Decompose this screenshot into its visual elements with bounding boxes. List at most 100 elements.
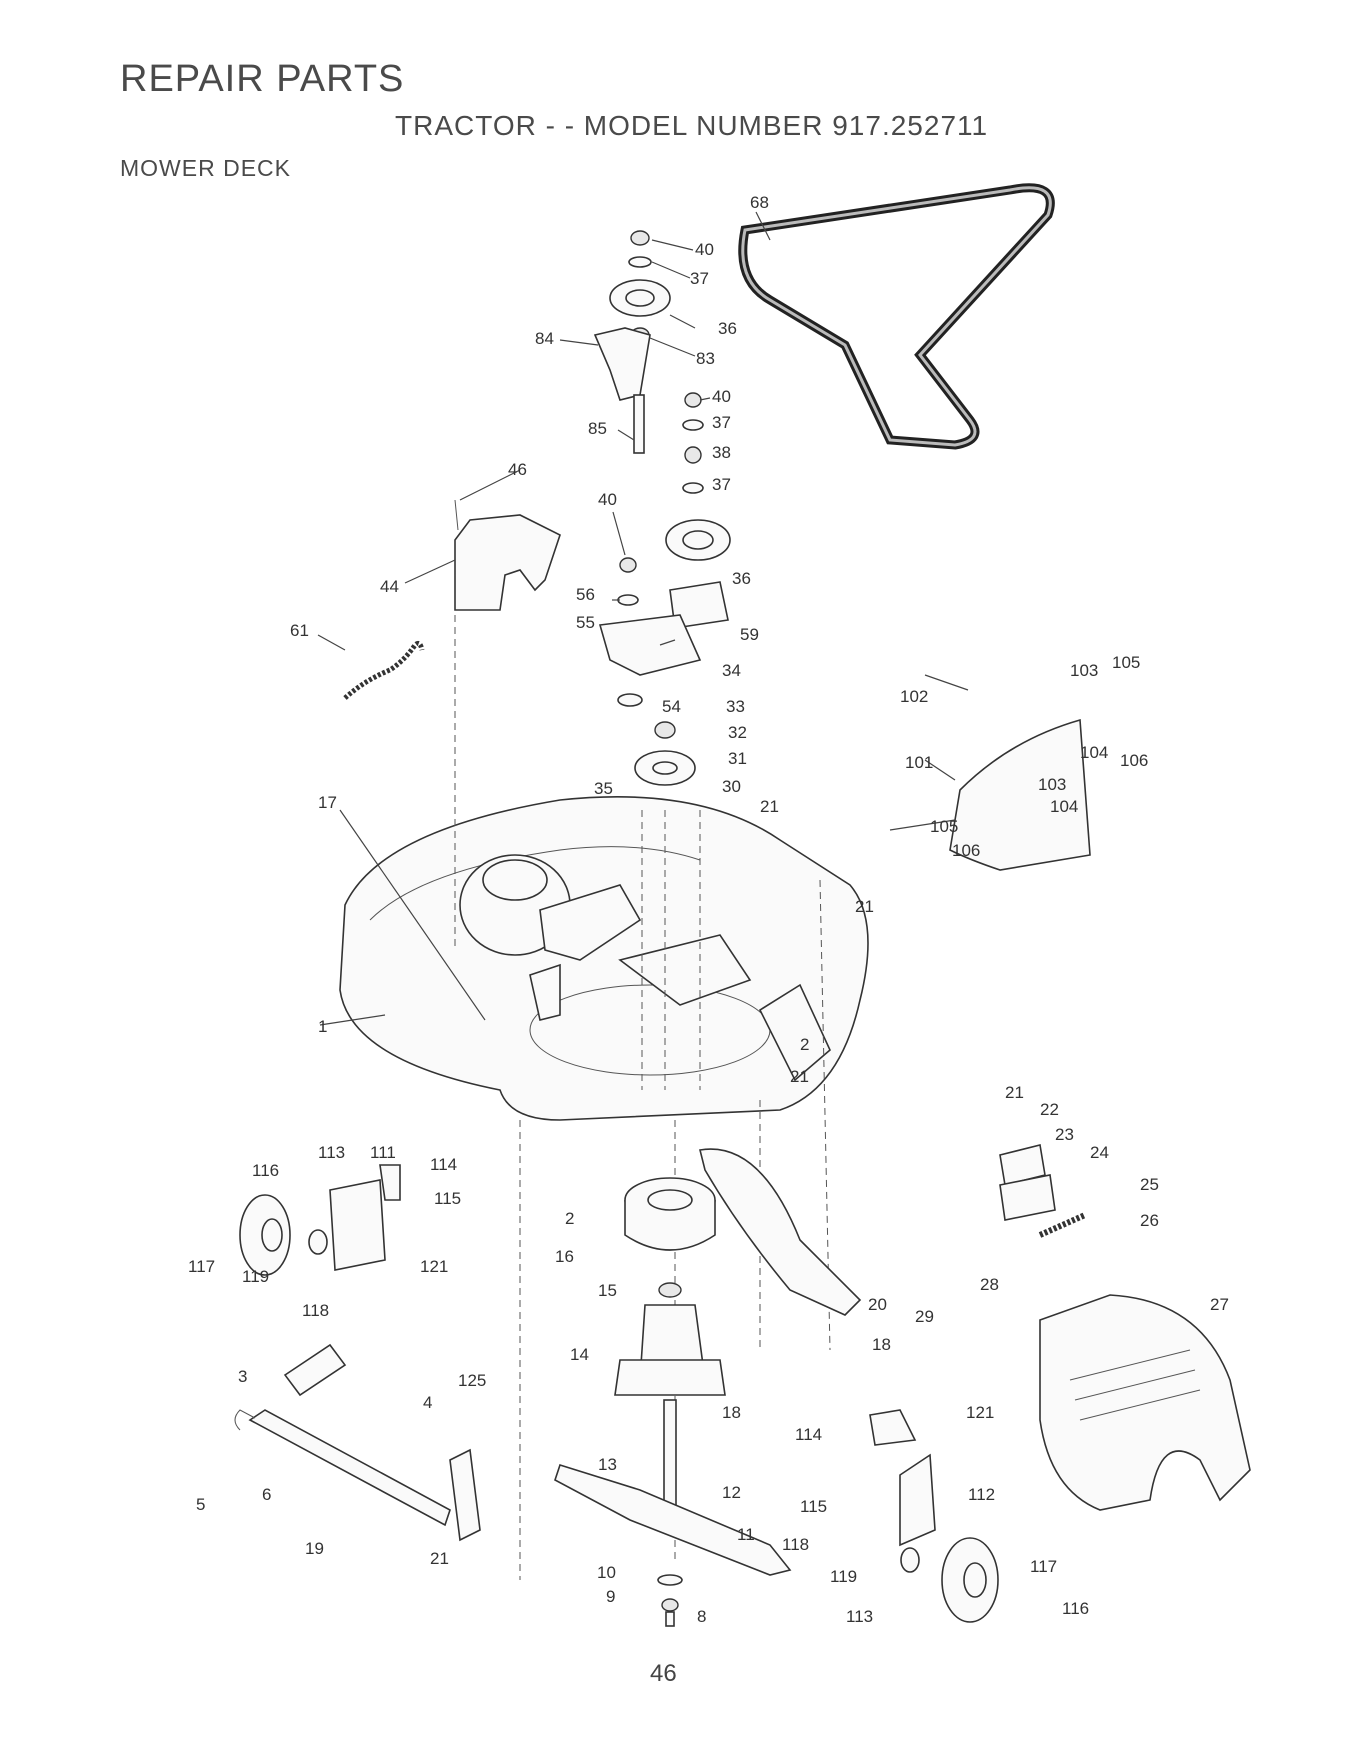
- discharge-deflector: [949, 718, 1091, 871]
- callout-36: 36: [718, 319, 737, 338]
- callout-4: 4: [423, 1393, 432, 1412]
- callout-83: 83: [696, 349, 715, 368]
- callout-68: 68: [750, 193, 769, 212]
- callout-21: 21: [790, 1067, 809, 1086]
- page-title: REPAIR PARTS: [120, 58, 405, 100]
- callout-115: 115: [434, 1189, 461, 1208]
- mower-deck-housing: [339, 796, 869, 1121]
- callout-23: 23: [1055, 1125, 1074, 1144]
- model-number-heading: TRACTOR - - MODEL NUMBER 917.252711: [395, 110, 989, 141]
- callout-12: 12: [722, 1483, 741, 1502]
- callout-44: 44: [380, 577, 399, 596]
- callout-8: 8: [697, 1607, 706, 1626]
- callout-labels: 68 40 37 36 84 83 40 37 85 38 37 46 40 3…: [188, 193, 1229, 1626]
- front-hanger-link: [234, 1343, 481, 1542]
- callout-118: 118: [782, 1535, 809, 1554]
- callout-117: 117: [1030, 1557, 1057, 1576]
- callout-22: 22: [1040, 1100, 1059, 1119]
- callout-33: 33: [726, 697, 745, 716]
- callout-55: 55: [576, 613, 595, 632]
- callout-36: 36: [732, 569, 751, 588]
- callout-6: 6: [262, 1485, 271, 1504]
- callout-105: 105: [1112, 653, 1140, 672]
- callout-15: 15: [598, 1281, 617, 1300]
- callout-20: 20: [868, 1295, 887, 1314]
- callout-114: 114: [795, 1425, 822, 1444]
- callout-56: 56: [576, 585, 595, 604]
- callout-21: 21: [855, 897, 874, 916]
- callout-101: 101: [905, 753, 933, 772]
- callout-118: 118: [302, 1301, 329, 1320]
- chute-bracket: [999, 1144, 1087, 1238]
- page-number: 46: [650, 1660, 677, 1687]
- callout-3: 3: [238, 1367, 247, 1386]
- callout-105: 105: [930, 817, 958, 836]
- callout-35: 35: [594, 779, 613, 798]
- right-gauge-wheel-group: [869, 1409, 999, 1623]
- callout-119: 119: [242, 1267, 269, 1286]
- callout-54: 54: [662, 697, 681, 716]
- callout-102: 102: [900, 687, 928, 706]
- callout-114: 114: [430, 1155, 457, 1174]
- callout-32: 32: [728, 723, 747, 742]
- callout-37: 37: [712, 475, 731, 494]
- callout-10: 10: [597, 1563, 616, 1582]
- callout-113: 113: [318, 1143, 345, 1162]
- callout-106: 106: [952, 841, 980, 860]
- callout-117: 117: [188, 1257, 215, 1276]
- callout-112: 112: [968, 1485, 995, 1504]
- upper-pulley-stack: [593, 230, 731, 812]
- callout-21: 21: [1005, 1083, 1024, 1102]
- callout-38: 38: [712, 443, 731, 462]
- callout-11: 11: [737, 1525, 755, 1544]
- callout-26: 26: [1140, 1211, 1159, 1230]
- deck-baffle: [699, 1148, 862, 1316]
- callout-14: 14: [570, 1345, 589, 1364]
- callout-84: 84: [535, 329, 554, 348]
- callout-25: 25: [1140, 1175, 1159, 1194]
- callout-121: 121: [420, 1257, 448, 1276]
- callout-116: 116: [1062, 1599, 1089, 1618]
- callout-18: 18: [872, 1335, 891, 1354]
- callout-2: 2: [800, 1035, 809, 1054]
- callout-13: 13: [598, 1455, 617, 1474]
- left-gauge-wheel-group: [239, 1164, 401, 1276]
- callout-106: 106: [1120, 751, 1148, 770]
- callout-85: 85: [588, 419, 607, 438]
- callout-leaders: [317, 211, 969, 1026]
- callout-40: 40: [712, 387, 731, 406]
- blade-spindle-assembly: [554, 1177, 792, 1627]
- callout-31: 31: [728, 749, 747, 768]
- section-heading: MOWER DECK: [120, 155, 291, 181]
- callout-59: 59: [740, 625, 759, 644]
- tension-spring: [343, 640, 425, 700]
- callout-111: 111: [370, 1143, 396, 1162]
- discharge-chute: [1039, 1294, 1251, 1511]
- callout-1: 1: [318, 1017, 327, 1036]
- callout-2: 2: [565, 1209, 574, 1228]
- callout-34: 34: [722, 661, 741, 680]
- callout-16: 16: [555, 1247, 574, 1266]
- callout-40: 40: [598, 490, 617, 509]
- callout-21: 21: [430, 1549, 449, 1568]
- callout-30: 30: [722, 777, 741, 796]
- callout-113: 113: [846, 1607, 873, 1626]
- callout-9: 9: [606, 1587, 615, 1606]
- callout-115: 115: [800, 1497, 827, 1516]
- drive-belt: [738, 183, 1055, 450]
- callout-27: 27: [1210, 1295, 1229, 1314]
- callout-104: 104: [1050, 797, 1078, 816]
- callout-28: 28: [980, 1275, 999, 1294]
- callout-119: 119: [830, 1567, 857, 1586]
- callout-24: 24: [1090, 1143, 1109, 1162]
- callout-29: 29: [915, 1307, 934, 1326]
- callout-37: 37: [690, 269, 709, 288]
- callout-103: 103: [1038, 775, 1066, 794]
- callout-103: 103: [1070, 661, 1098, 680]
- callout-5: 5: [196, 1495, 205, 1514]
- callout-17: 17: [318, 793, 337, 812]
- callout-61: 61: [290, 621, 309, 640]
- callout-121: 121: [966, 1403, 994, 1422]
- callout-125: 125: [458, 1371, 486, 1390]
